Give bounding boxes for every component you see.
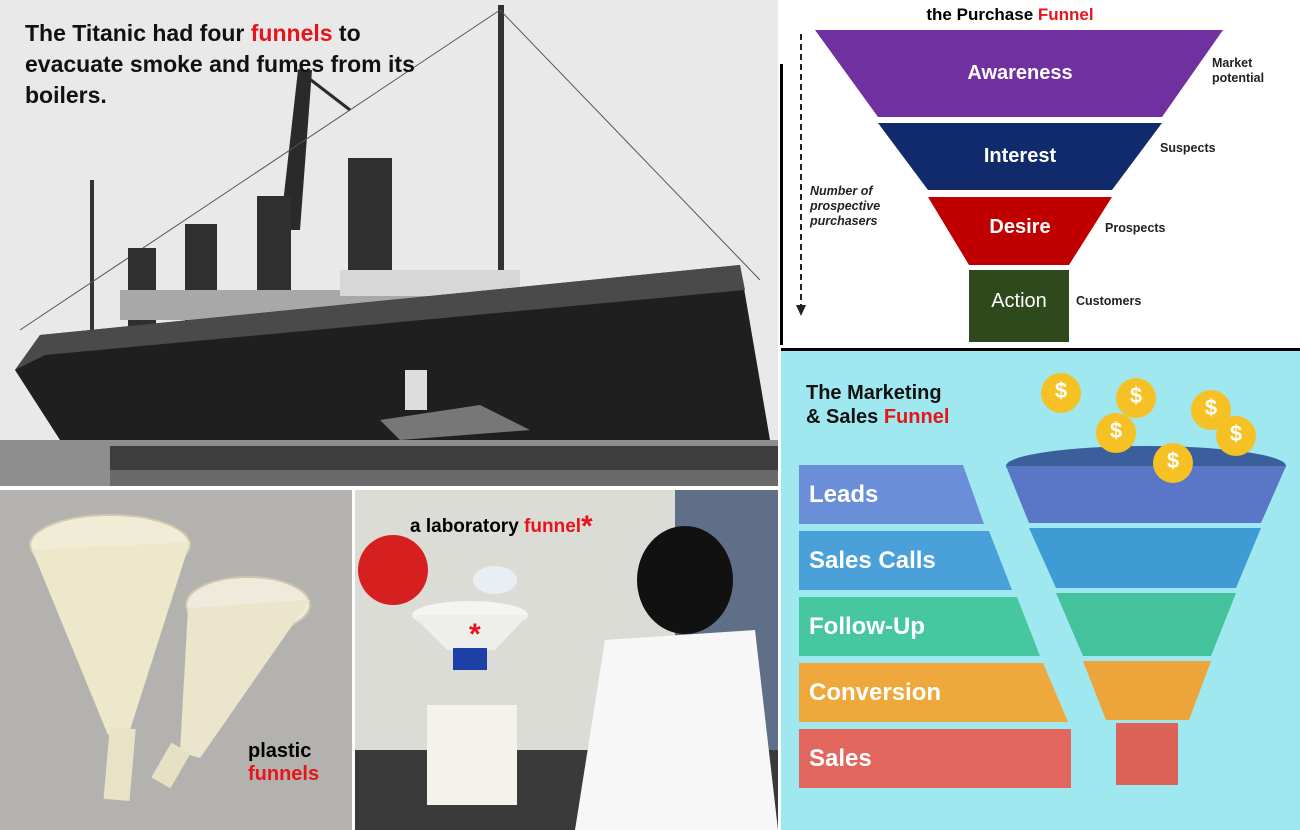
bar-leads-shape xyxy=(799,465,984,524)
side-label-prospects: Prospects xyxy=(1105,221,1166,235)
marketing-funnel-title: The Marketing & Sales Funnel xyxy=(806,382,950,428)
lab-funnel-panel: a laboratory funnel* * xyxy=(355,490,778,830)
titanic-photo xyxy=(0,0,778,486)
lab-funnel-label: a laboratory funnel* xyxy=(410,510,593,543)
stage-interest-shape xyxy=(878,123,1162,190)
stage-sales-calls-label: Sales Calls xyxy=(809,546,936,574)
plastic-funnels-label: plastic funnels xyxy=(248,740,320,785)
coin-icon xyxy=(1153,443,1193,483)
funnel-tier-4 xyxy=(1083,661,1211,720)
coin-dollar-icon: $ xyxy=(1166,448,1180,473)
stage-awareness-shape xyxy=(815,30,1223,117)
marketing-sales-panel: The Marketing & Sales Funnel Leads Sales… xyxy=(781,348,1300,830)
bar-sales-calls-shape xyxy=(799,531,1012,590)
stage-follow-up-label: Follow-Up xyxy=(809,612,925,640)
stage-sales-label: Sales xyxy=(809,744,872,772)
lab-funnel-photo xyxy=(355,490,778,830)
purchase-funnel-panel: the Purchase Funnel Awareness Interest D… xyxy=(780,0,1300,345)
stage-action-shape xyxy=(969,270,1069,342)
coin-icon xyxy=(1191,390,1231,430)
coin-dollar-icon: $ xyxy=(1129,383,1143,408)
coin-dollar-icon: $ xyxy=(1229,421,1243,446)
funnel-spout xyxy=(1116,723,1178,785)
stage-awareness-label: Awareness xyxy=(967,62,1073,84)
bar-conversion-shape xyxy=(799,663,1068,722)
stage-desire-label: Desire xyxy=(989,216,1051,238)
coin-icon xyxy=(1041,373,1081,413)
coin-dollar-icon: $ xyxy=(1054,378,1068,403)
plastic-funnels-photo xyxy=(0,490,352,830)
bar-sales-shape xyxy=(799,729,1071,788)
coin-icon xyxy=(1116,378,1156,418)
stage-interest-label: Interest xyxy=(983,145,1057,167)
titanic-panel: The Titanic had four funnels to evacuate… xyxy=(0,0,778,486)
funnel-tier-3 xyxy=(1056,593,1236,656)
funnel-tier-2 xyxy=(1029,528,1261,588)
axis-label: Number of prospective purchasers xyxy=(810,184,881,228)
plastic-funnels-panel: plastic funnels xyxy=(0,490,352,830)
stage-action-label: Action xyxy=(991,290,1047,312)
stage-leads-label: Leads xyxy=(809,480,879,508)
titanic-caption: The Titanic had four funnels to evacuate… xyxy=(25,20,415,108)
purchase-funnel-title: the Purchase Funnel xyxy=(926,5,1094,24)
bar-follow-up-shape xyxy=(799,597,1040,656)
lab-funnel-asterisk: * xyxy=(469,618,481,651)
side-label-market-potential: Market potential xyxy=(1212,56,1265,85)
marketing-funnel-diagram xyxy=(799,373,1286,788)
coin-icon xyxy=(1096,413,1136,453)
coin-dollar-icon: $ xyxy=(1109,418,1123,443)
stage-conversion-label: Conversion xyxy=(809,678,942,706)
side-label-customers: Customers xyxy=(1076,294,1142,308)
purchase-funnel-diagram xyxy=(796,30,1223,342)
side-label-suspects: Suspects xyxy=(1160,141,1216,155)
stage-desire-shape xyxy=(928,197,1112,265)
funnel-tier-1 xyxy=(1006,466,1286,523)
axis-arrow-head xyxy=(796,305,806,316)
coin-icon xyxy=(1216,416,1256,456)
coin-dollar-icon: $ xyxy=(1204,395,1218,420)
